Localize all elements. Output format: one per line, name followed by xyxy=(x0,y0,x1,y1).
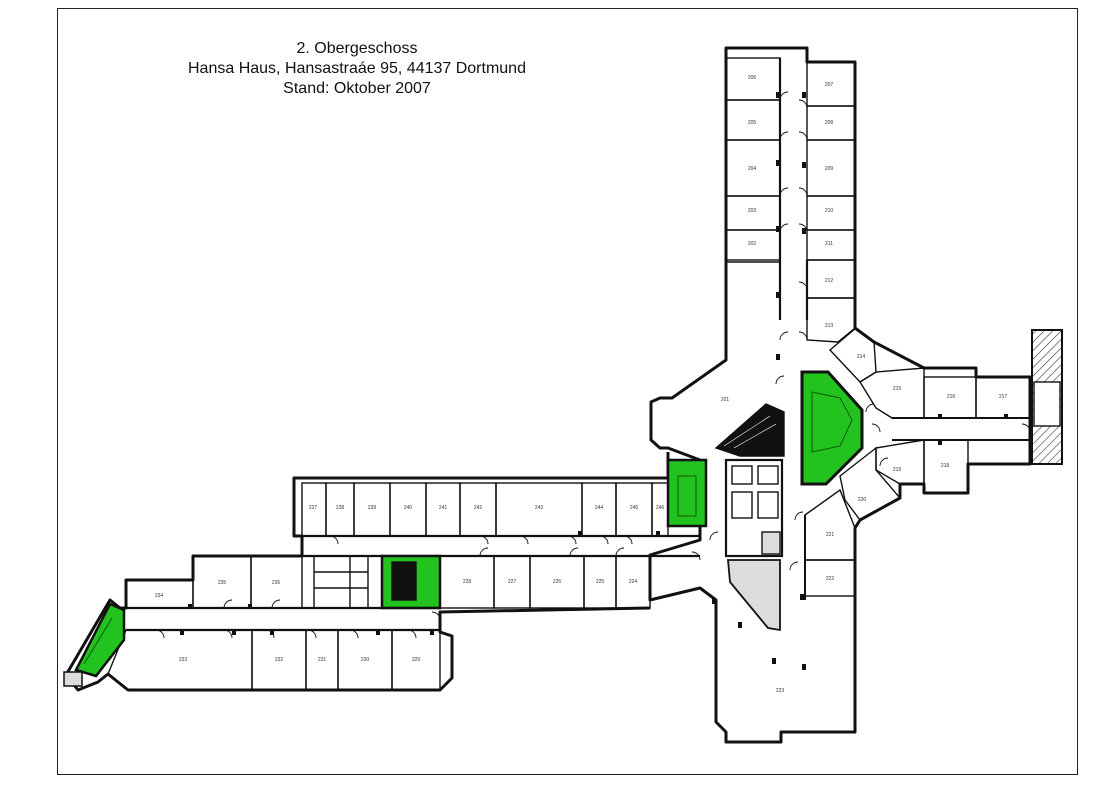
room-label: 215 xyxy=(893,386,902,392)
room-label: 229 xyxy=(412,657,421,663)
east-wing xyxy=(828,327,1063,521)
room-label: 220 xyxy=(858,497,867,503)
room-label: 204 xyxy=(748,166,757,172)
status-line: Stand: Oktober 2007 xyxy=(283,80,431,97)
room-label: 203 xyxy=(748,208,757,214)
floor-title: 2. Obergeschoss xyxy=(296,40,418,57)
room-label: 224 xyxy=(629,579,638,585)
room-label: 233 xyxy=(179,657,188,663)
room-label: 239 xyxy=(368,505,377,511)
room-label: 232 xyxy=(275,657,284,663)
title-block: 2. Obergeschoss Hansa Haus, Hansastraáe … xyxy=(57,39,657,99)
room-label: 238 xyxy=(336,505,345,511)
west-north-rooms xyxy=(301,482,700,558)
south-wing xyxy=(804,488,856,600)
room-label: 209 xyxy=(825,166,834,172)
room-label: 240 xyxy=(404,505,413,511)
columns xyxy=(180,92,1008,670)
core xyxy=(666,370,864,632)
room-label: 206 xyxy=(748,75,757,81)
west-south-rooms xyxy=(63,554,651,691)
room-label: 207 xyxy=(825,82,834,88)
room-label: 222 xyxy=(826,576,835,582)
north-wing xyxy=(725,57,856,343)
doors xyxy=(155,91,1031,639)
room-label: 201 xyxy=(721,397,730,403)
room-label: 225 xyxy=(596,579,605,585)
room-label: 237 xyxy=(309,505,318,511)
outer-walls xyxy=(64,46,1032,744)
room-label: 212 xyxy=(825,278,834,284)
room-label: 210 xyxy=(825,208,834,214)
west-wing-outline xyxy=(64,452,670,692)
stair-246 xyxy=(666,458,708,528)
room-label: 241 xyxy=(439,505,448,511)
room-label: 226 xyxy=(553,579,562,585)
room-label: 223 xyxy=(776,688,785,694)
room-label: 242 xyxy=(474,505,483,511)
room-label: 213 xyxy=(825,323,834,329)
room-label: 243 xyxy=(535,505,544,511)
room-label: 231 xyxy=(318,657,327,663)
room-label: 228 xyxy=(463,579,472,585)
core-stair-dark xyxy=(714,403,785,457)
room-label: 221 xyxy=(826,532,835,538)
central-stair xyxy=(800,370,864,486)
room-label: 236 xyxy=(272,580,281,586)
room-label: 219 xyxy=(893,467,902,473)
north-wing-outline xyxy=(648,46,1032,744)
room-label: 205 xyxy=(748,120,757,126)
room-labels: 201 202 203 204 205 206 207 208 209 210 … xyxy=(155,75,1008,694)
room-label: 216 xyxy=(947,394,956,400)
room-label: 234 xyxy=(155,593,164,599)
room-label: 217 xyxy=(999,394,1008,400)
room-label: 230 xyxy=(361,657,370,663)
room-label: 214 xyxy=(857,354,866,360)
drawing-frame xyxy=(57,8,1078,775)
room-label: 227 xyxy=(508,579,517,585)
room-label: 211 xyxy=(825,241,833,247)
room-label: 218 xyxy=(941,463,950,469)
room-label: 245 xyxy=(630,505,639,511)
address-line: Hansa Haus, Hansastraáe 95, 44137 Dortmu… xyxy=(188,60,526,77)
room-label: 208 xyxy=(825,120,834,126)
room-label: 202 xyxy=(748,241,757,247)
room-label: 246 xyxy=(656,505,665,511)
room-label: 244 xyxy=(595,505,604,511)
room-label: 235 xyxy=(218,580,227,586)
